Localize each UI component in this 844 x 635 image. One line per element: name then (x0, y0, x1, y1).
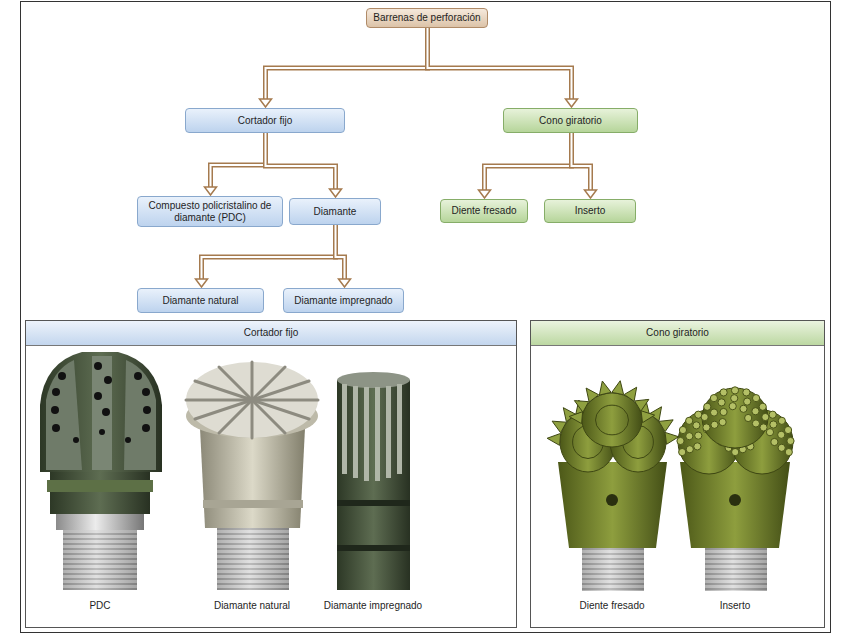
double-arrow (428, 28, 578, 107)
process-box: Compuesto policristalino de diamante (PD… (137, 196, 283, 227)
process-box: Inserto (544, 199, 636, 223)
double-arrow (266, 133, 342, 197)
box-label: Barrenas de perforación (373, 12, 480, 24)
process-box: Diamante natural (137, 288, 264, 313)
box-label: Compuesto policristalino de diamante (PD… (144, 200, 276, 223)
process-box: Diamante (289, 198, 381, 225)
group-panel: Cono giratorio (530, 320, 825, 628)
double-arrow (205, 133, 266, 195)
box-label: Cortador fijo (238, 115, 292, 127)
group-panel: Cortador fijo (25, 320, 517, 628)
box-label: Inserto (575, 205, 606, 217)
box-label: Diamante impregnado (294, 295, 392, 307)
process-box: Barrenas de perforación (366, 8, 488, 28)
bit-caption: Diamante impregnado (303, 600, 443, 612)
box-label: Diamante (314, 206, 357, 218)
double-arrow (572, 133, 597, 198)
bit-caption: Diente fresado (542, 600, 682, 612)
bit-caption: Inserto (665, 600, 805, 612)
double-arrow (196, 225, 336, 287)
insert-bit (677, 387, 794, 591)
milled-tooth-bit (547, 381, 679, 591)
box-label: Cono giratorio (539, 115, 602, 127)
double-arrow (479, 133, 572, 198)
outer-frame (21, 2, 831, 633)
impregnated-diamond-bit (337, 372, 410, 590)
double-arrow (336, 225, 351, 287)
process-box: Cono giratorio (503, 108, 638, 133)
process-box: Diente fresado (440, 199, 528, 223)
bit-caption: Diamante natural (182, 600, 322, 612)
box-label: Diente fresado (451, 205, 516, 217)
natural-diamond-bit (186, 362, 318, 590)
pdc-bit (40, 352, 162, 590)
process-box: Cortador fijo (185, 108, 345, 133)
double-arrow (260, 28, 428, 107)
process-box: Diamante impregnado (283, 288, 404, 313)
panel-heading: Cortador fijo (26, 321, 516, 346)
panel-heading: Cono giratorio (531, 321, 824, 346)
box-label: Diamante natural (162, 295, 238, 307)
bit-caption: PDC (30, 600, 170, 612)
